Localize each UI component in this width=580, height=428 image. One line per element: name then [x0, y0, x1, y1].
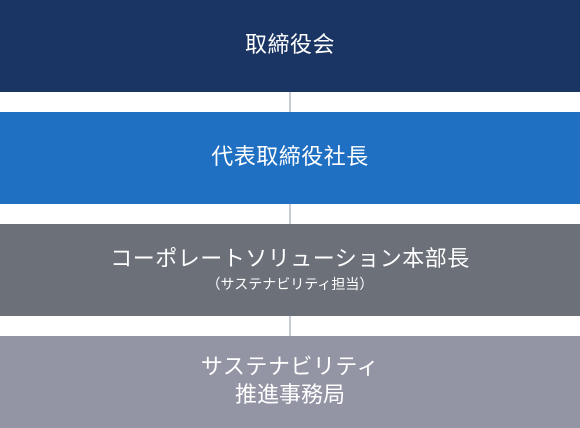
sustainability-role-sublabel: （サステナビリティ担当） [206, 277, 374, 293]
president-box: 代表取締役社長 [0, 112, 580, 204]
sustainability-office-label-line1: サステナビリティ [200, 355, 380, 380]
corporate-solutions-head-box: コーポレートソリューション本部長 （サステナビリティ担当） [0, 224, 580, 316]
sustainability-office-label-line2: 推進事務局 [234, 383, 345, 408]
connector-line [289, 316, 291, 336]
connector-line [289, 204, 291, 224]
president-label: 代表取締役社長 [211, 145, 369, 170]
board-of-directors-box: 取締役会 [0, 0, 580, 92]
connector-line [289, 92, 291, 112]
board-of-directors-label: 取締役会 [244, 33, 335, 58]
corporate-solutions-head-label: コーポレートソリューション本部長 [110, 247, 470, 272]
sustainability-office-box: サステナビリティ 推進事務局 [0, 336, 580, 428]
